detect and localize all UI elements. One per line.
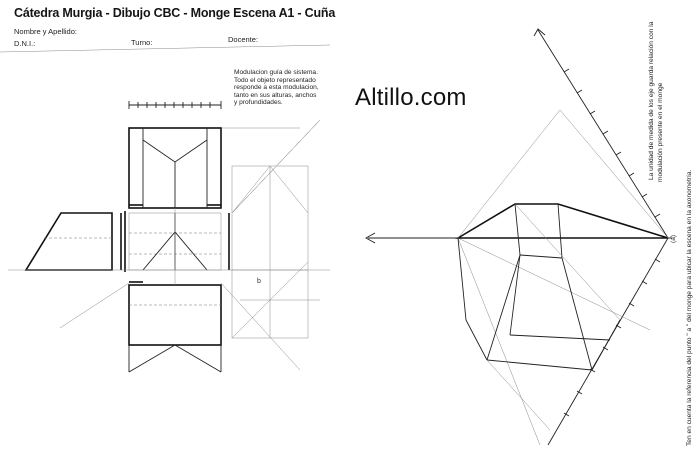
axonometric-ticks bbox=[563, 68, 661, 417]
modulation-ruler bbox=[128, 101, 222, 109]
axonometric-axes bbox=[365, 28, 672, 446]
label-b: b bbox=[257, 278, 261, 285]
axonometric-unit-note-line1: La unidad de medida de los eje guarda re… bbox=[648, 21, 655, 180]
nombre-field-label: Nombre y Apellido: bbox=[14, 27, 77, 36]
left-side-view bbox=[24, 212, 122, 271]
monge-construction-lines bbox=[8, 119, 330, 371]
axonometric-wedge bbox=[455, 109, 669, 431]
front-view bbox=[124, 211, 230, 272]
header-underline bbox=[0, 44, 331, 53]
reference-note: Ten en cuenta la referencia del punto " … bbox=[686, 169, 693, 446]
dni-field-label: D.N.I.: bbox=[14, 39, 36, 48]
point-a-label: (a) bbox=[670, 234, 677, 243]
axonometric-unit-note-line2: modulación presente en el monge bbox=[657, 82, 664, 182]
right-side-view bbox=[231, 119, 321, 339]
modulation-note: Modulacion guía de sistema. Todo el obje… bbox=[234, 69, 319, 107]
watermark-text: Altillo.com bbox=[355, 84, 467, 111]
docente-field-label: Docente: bbox=[228, 35, 259, 44]
top-view bbox=[128, 127, 222, 209]
page-title: Cátedra Murgia - Dibujo CBC - Monge Esce… bbox=[14, 6, 336, 20]
turno-field-label: Turno: bbox=[131, 38, 153, 47]
bottom-view bbox=[128, 281, 222, 373]
